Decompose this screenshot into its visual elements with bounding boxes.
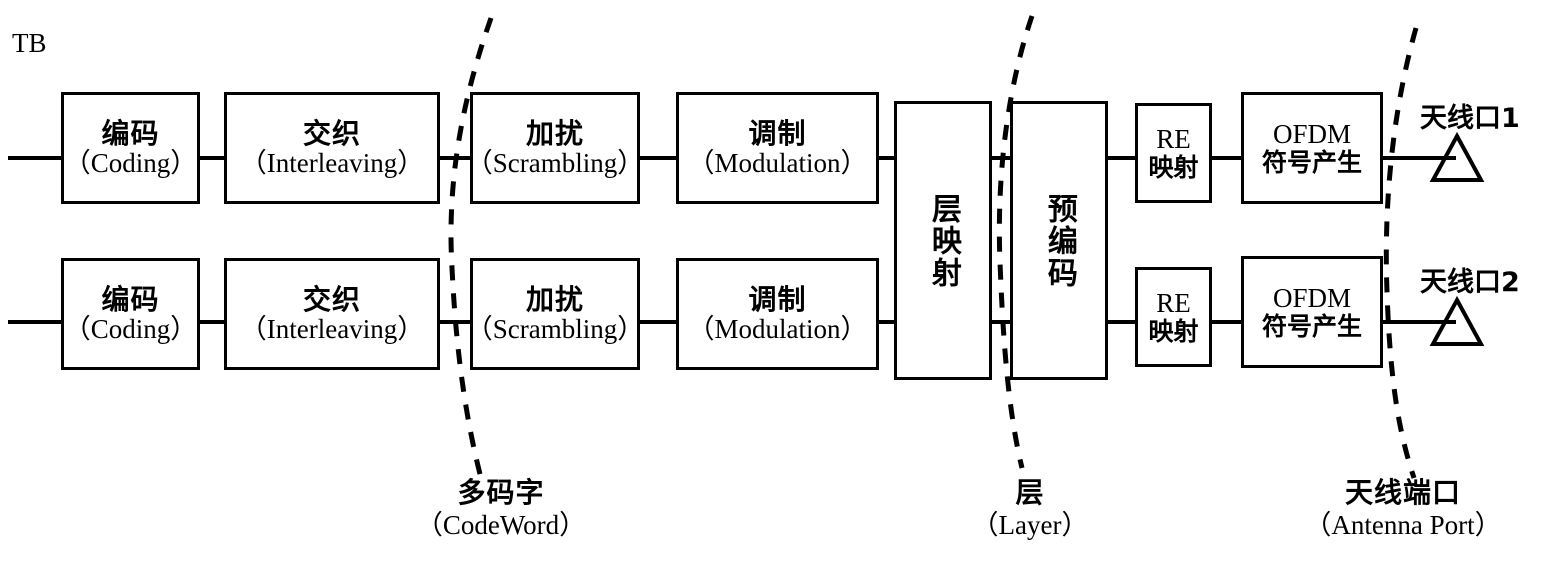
block-ofdm-symbol-gen-row2-label: OFDM <box>1272 283 1352 314</box>
block-coding-row2-cn: 编码 <box>101 282 160 316</box>
block-interleaving-row1-cn: 交织 <box>302 116 361 150</box>
tb-label: TB <box>12 28 47 58</box>
caption-codeword-cn: 多码字 <box>457 476 545 509</box>
block-scrambling-row1-cn: 加扰 <box>525 116 584 150</box>
block-coding-row1-en: （Coding） <box>63 148 198 179</box>
block-re-mapping-row1-label: RE <box>1156 124 1191 155</box>
block-ofdm-symbol-gen-row1-cn: 符号产生 <box>1261 147 1362 177</box>
block-precoding-label: 预编码 <box>1041 192 1077 289</box>
caption-antenna-port-en: （Antenna Port） <box>1304 509 1502 540</box>
boundary-curve-codeword <box>448 17 494 479</box>
block-coding-row1[interactable]: 编码 （Coding） <box>61 92 200 204</box>
block-ofdm-symbol-gen-row1[interactable]: OFDM 符号产生 <box>1241 92 1383 204</box>
block-modulation-row2-en: （Modulation） <box>687 314 868 345</box>
caption-codeword-en: （CodeWord） <box>415 509 587 540</box>
block-interleaving-row2-cn: 交织 <box>302 282 361 316</box>
caption-antenna-port-cn: 天线端口 <box>1344 476 1461 509</box>
block-modulation-row2-cn: 调制 <box>748 282 807 316</box>
caption-antenna-port: 天线端口 （Antenna Port） <box>1253 476 1553 540</box>
block-coding-row2[interactable]: 编码 （Coding） <box>61 258 200 370</box>
block-modulation-row2[interactable]: 调制 （Modulation） <box>676 258 879 370</box>
caption-layer: 层 （Layer） <box>930 476 1130 540</box>
antenna-port-2-label: 天线口2 <box>1420 267 1520 298</box>
block-re-mapping-row2[interactable]: RE 映射 <box>1135 267 1212 367</box>
block-interleaving-row1[interactable]: 交织 （Interleaving） <box>224 92 440 204</box>
block-coding-row1-cn: 编码 <box>101 116 160 150</box>
block-interleaving-row1-en: （Interleaving） <box>239 148 425 179</box>
antenna-port-1-label: 天线口1 <box>1420 103 1520 134</box>
block-precoding[interactable]: 预编码 <box>1010 101 1108 380</box>
block-layer-mapping[interactable]: 层映射 <box>894 101 992 380</box>
block-re-mapping-row2-label: RE <box>1156 288 1191 319</box>
block-interleaving-row2-en: （Interleaving） <box>239 314 425 345</box>
block-re-mapping-row1[interactable]: RE 映射 <box>1135 103 1212 203</box>
antenna-triangle-port1 <box>1429 131 1485 182</box>
block-scrambling-row1[interactable]: 加扰 （Scrambling） <box>466 92 644 204</box>
block-ofdm-symbol-gen-row2-cn: 符号产生 <box>1261 311 1362 341</box>
block-interleaving-row2[interactable]: 交织 （Interleaving） <box>224 258 440 370</box>
block-ofdm-symbol-gen-row1-label: OFDM <box>1272 119 1352 150</box>
block-layer-mapping-label: 层映射 <box>925 192 961 289</box>
block-scrambling-row2-en: （Scrambling） <box>465 314 645 345</box>
block-scrambling-row2[interactable]: 加扰 （Scrambling） <box>466 258 644 370</box>
boundary-curve-layer <box>996 15 1035 469</box>
block-re-mapping-row2-cn: 映射 <box>1148 316 1199 346</box>
antenna-triangle-port2 <box>1429 295 1485 346</box>
block-scrambling-row2-cn: 加扰 <box>525 282 584 316</box>
block-modulation-row1[interactable]: 调制 （Modulation） <box>676 92 879 204</box>
block-modulation-row1-en: （Modulation） <box>687 148 868 179</box>
block-ofdm-symbol-gen-row2[interactable]: OFDM 符号产生 <box>1241 256 1383 368</box>
boundary-curve-antenna-port <box>1383 27 1419 479</box>
caption-layer-cn: 层 <box>1015 476 1045 509</box>
block-re-mapping-row1-cn: 映射 <box>1148 152 1199 182</box>
caption-layer-en: （Layer） <box>971 509 1089 540</box>
block-coding-row2-en: （Coding） <box>63 314 198 345</box>
caption-codeword: 多码字 （CodeWord） <box>356 476 646 540</box>
block-scrambling-row1-en: （Scrambling） <box>465 148 645 179</box>
block-modulation-row1-cn: 调制 <box>748 116 807 150</box>
